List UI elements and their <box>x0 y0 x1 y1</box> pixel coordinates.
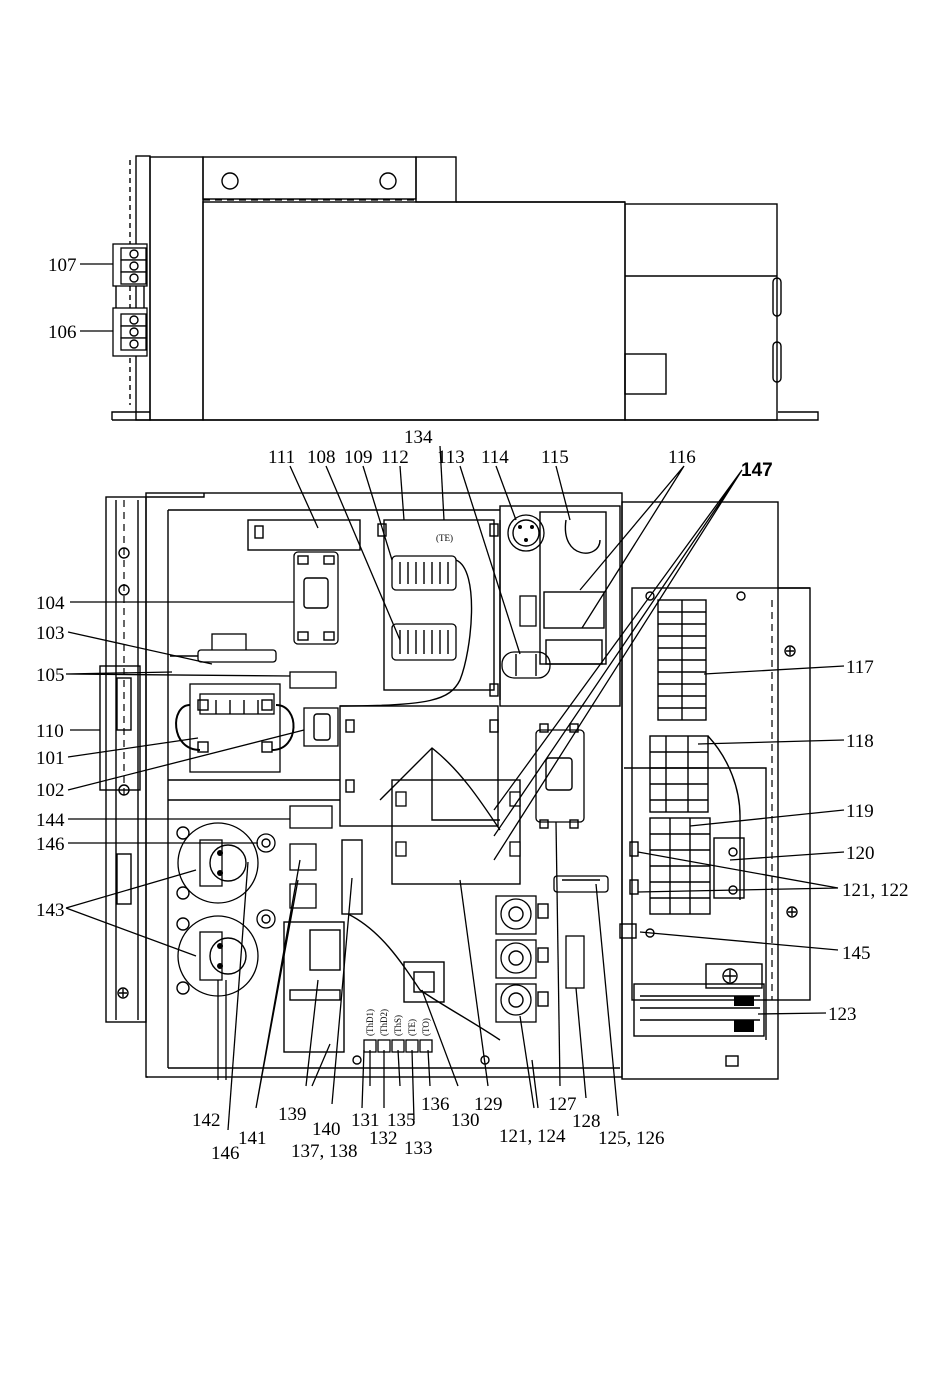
label-119: 119 <box>846 801 874 822</box>
label-135: 135 <box>387 1110 416 1131</box>
label-118: 118 <box>846 731 874 752</box>
label-to: (TO) <box>421 1018 431 1036</box>
label-141: 141 <box>238 1128 267 1149</box>
label-140: 140 <box>312 1119 341 1140</box>
label-143: 143 <box>36 900 65 921</box>
label-ths: (ThS) <box>393 1015 403 1036</box>
label-145: 145 <box>842 943 871 964</box>
label-103: 103 <box>36 623 65 644</box>
label-142: 142 <box>192 1110 221 1131</box>
label-125-126: 125, 126 <box>598 1128 665 1149</box>
label-136: 136 <box>421 1094 450 1115</box>
label-110: 110 <box>36 721 64 742</box>
label-108: 108 <box>307 447 336 468</box>
label-147: 147 <box>741 460 773 481</box>
label-132: 132 <box>369 1128 398 1149</box>
label-112: 112 <box>381 447 409 468</box>
label-121-122: 121, 122 <box>842 880 909 901</box>
label-117: 117 <box>846 657 874 678</box>
label-101: 101 <box>36 748 65 769</box>
label-106: 106 <box>48 322 77 343</box>
label-115: 115 <box>541 447 569 468</box>
label-113: 113 <box>437 447 465 468</box>
label-121-124: 121, 124 <box>499 1126 566 1147</box>
label-te: (TE) <box>407 1019 417 1036</box>
label-134: 134 <box>404 427 433 448</box>
label-111: 111 <box>268 447 295 468</box>
side-view <box>112 156 818 420</box>
label-146-bottom: 146 <box>211 1143 240 1164</box>
label-thd1: (ThD1) <box>365 1009 375 1036</box>
label-133: 133 <box>404 1138 433 1159</box>
label-146-top: 146 <box>36 834 65 855</box>
label-129: 129 <box>474 1094 503 1115</box>
label-144: 144 <box>36 810 65 831</box>
label-109: 109 <box>344 447 373 468</box>
label-105: 105 <box>36 665 65 686</box>
label-120: 120 <box>846 843 875 864</box>
label-te-top: (TE) <box>436 533 453 543</box>
label-116: 116 <box>668 447 696 468</box>
label-107: 107 <box>48 255 77 276</box>
label-thd2: (ThD2) <box>379 1009 389 1036</box>
label-137-138: 137, 138 <box>291 1141 358 1162</box>
label-114: 114 <box>481 447 509 468</box>
plan-view <box>100 493 810 1079</box>
label-102: 102 <box>36 780 65 801</box>
label-123: 123 <box>828 1004 857 1025</box>
label-128: 128 <box>572 1111 601 1132</box>
sensor-labels: (ThD1) (ThD2) (ThS) (TE) (TO) <box>365 1009 431 1036</box>
label-104: 104 <box>36 593 65 614</box>
label-139: 139 <box>278 1104 307 1125</box>
